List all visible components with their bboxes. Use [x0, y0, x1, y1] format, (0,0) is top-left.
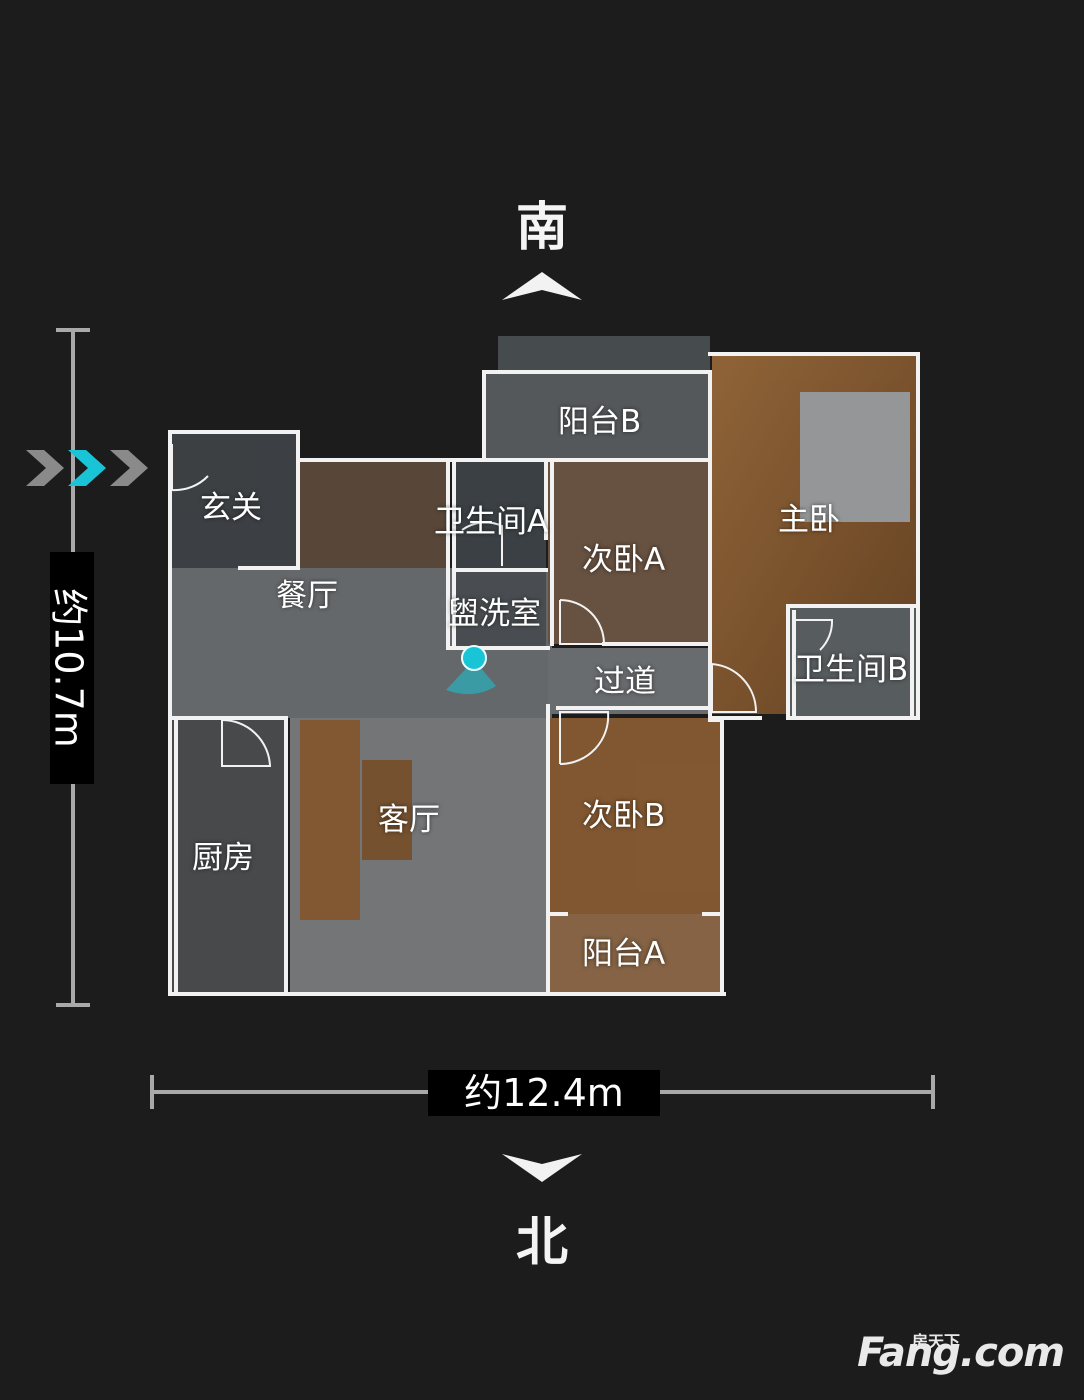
horizontal-dimension-cap-left	[150, 1075, 154, 1109]
brand-logo-small: 房天下	[911, 1332, 960, 1351]
room-washroom[interactable]: 盥洗室	[448, 596, 541, 632]
brand-logo: 房天下 Fang.com	[857, 1330, 1065, 1376]
horizontal-dimension-label: 约12.4m	[428, 1070, 660, 1116]
room-kitchen[interactable]: 厨房	[192, 840, 254, 876]
door-swings	[171, 444, 834, 767]
room-balcony-b[interactable]: 阳台B	[558, 404, 642, 440]
location-dot-icon	[446, 645, 496, 695]
room-balcony-a[interactable]: 阳台A	[582, 936, 666, 972]
chevron-up-icon[interactable]	[498, 268, 586, 304]
walls	[168, 352, 920, 996]
vertical-dimension-badge: 约10.7m	[47, 552, 94, 784]
chevron-right-icon[interactable]	[26, 448, 150, 488]
room-living[interactable]: 客厅	[378, 802, 440, 838]
brand-logo-text: Fang.com	[857, 1330, 1065, 1376]
room-dining[interactable]: 餐厅	[276, 578, 338, 614]
vertical-dimension-cap-bottom	[56, 1003, 90, 1007]
room-entrance[interactable]: 玄关	[200, 490, 262, 526]
horizontal-dimension-cap-right	[931, 1075, 935, 1109]
room-second-bedroom-b[interactable]: 次卧B	[582, 798, 666, 834]
room-fills	[172, 336, 918, 992]
room-corridor[interactable]: 过道	[594, 664, 656, 700]
chevron-down-icon[interactable]	[498, 1150, 586, 1186]
compass-north-label: 北	[515, 1213, 568, 1273]
vertical-dimension-cap-top	[56, 328, 90, 332]
room-second-bedroom-a[interactable]: 次卧A	[582, 542, 666, 578]
compass-south-label: 南	[515, 198, 568, 258]
room-bathroom-b[interactable]: 卫生间B	[794, 652, 909, 688]
room-master-bedroom[interactable]: 主卧	[778, 502, 840, 538]
room-bathroom-a[interactable]: 卫生间A	[434, 504, 549, 540]
